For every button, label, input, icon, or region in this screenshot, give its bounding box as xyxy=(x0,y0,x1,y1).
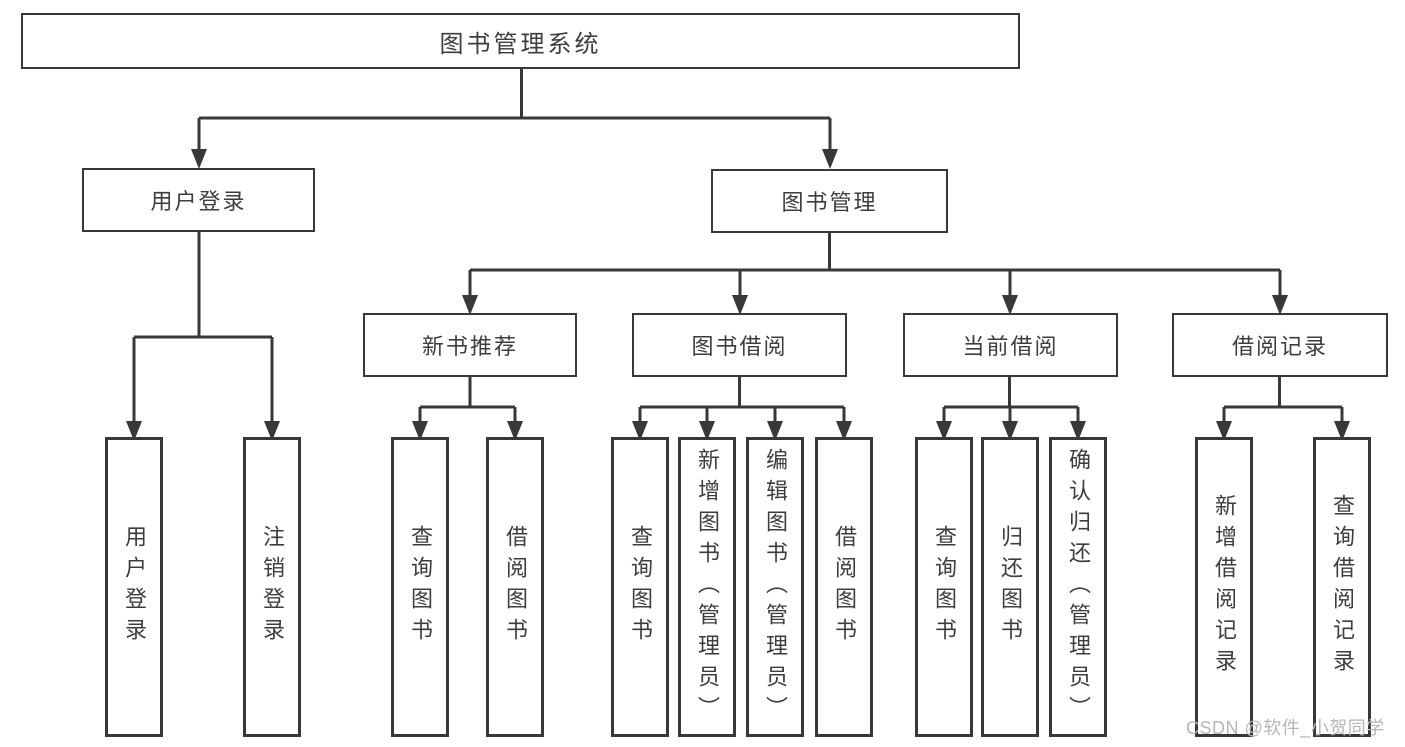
arrow-down-icon xyxy=(1216,421,1232,441)
arrow-down-icon xyxy=(462,295,478,315)
leaf-label: 借阅图书 xyxy=(832,525,857,649)
arrow-down-icon xyxy=(822,149,838,169)
leaf-label: 新增借阅记录 xyxy=(1212,494,1237,680)
node-borrowing-records: 借阅记录 xyxy=(1172,313,1388,377)
node-label: 图书借阅 xyxy=(691,334,788,359)
leaf-label: 借阅图书 xyxy=(503,525,528,649)
node-label: 新书推荐 xyxy=(421,334,518,359)
node-library-management-system: 图书管理系统 xyxy=(21,13,1020,69)
leaf-borrow-books: 借阅图书 xyxy=(815,437,873,737)
arrow-down-icon xyxy=(699,421,715,441)
node-label: 借阅记录 xyxy=(1231,334,1328,359)
arrow-down-icon xyxy=(1002,421,1018,441)
leaf-label: 注销登录 xyxy=(260,525,285,649)
arrow-down-icon xyxy=(632,421,648,441)
leaf-label: 查询图书 xyxy=(932,525,957,649)
arrow-down-icon xyxy=(264,421,280,441)
leaf-label: 确认归还（管理员） xyxy=(1066,447,1091,727)
arrow-down-icon xyxy=(1272,295,1288,315)
arrow-down-icon xyxy=(126,421,142,441)
leaf-label: 查询图书 xyxy=(408,525,433,649)
leaf-edit-books-admin: 编辑图书（管理员） xyxy=(746,437,804,737)
leaf-label: 编辑图书（管理员） xyxy=(763,447,788,727)
arrow-down-icon xyxy=(507,421,523,441)
leaf-borrow-books-recommend: 借阅图书 xyxy=(486,437,544,737)
leaf-user-login: 用户登录 xyxy=(105,437,163,737)
arrow-down-icon xyxy=(767,421,783,441)
arrow-down-icon xyxy=(1334,421,1350,441)
arrow-down-icon xyxy=(412,421,428,441)
leaf-query-borrow-record: 查询借阅记录 xyxy=(1313,437,1371,737)
leaf-label: 查询图书 xyxy=(628,525,653,649)
leaf-label: 查询借阅记录 xyxy=(1330,494,1355,680)
leaf-label: 归还图书 xyxy=(998,525,1023,649)
node-user-login: 用户登录 xyxy=(82,168,315,232)
node-label: 图书管理系统 xyxy=(439,30,602,58)
leaf-return-books: 归还图书 xyxy=(981,437,1039,737)
leaf-logout: 注销登录 xyxy=(243,437,301,737)
leaf-add-borrow-record: 新增借阅记录 xyxy=(1195,437,1253,737)
leaf-add-books-admin: 新增图书（管理员） xyxy=(678,437,736,737)
arrow-down-icon xyxy=(1002,295,1018,315)
node-label: 用户登录 xyxy=(150,189,247,214)
node-current-borrowing: 当前借阅 xyxy=(903,313,1118,377)
leaf-query-books-borrow: 查询图书 xyxy=(611,437,669,737)
leaf-label: 新增图书（管理员） xyxy=(695,447,720,727)
node-new-book-recommendation: 新书推荐 xyxy=(363,313,577,377)
node-label: 图书管理 xyxy=(781,190,878,215)
node-book-management: 图书管理 xyxy=(711,169,948,233)
leaf-confirm-return-admin: 确认归还（管理员） xyxy=(1049,437,1107,737)
csdn-watermark: CSDN @软件_小贺同学 xyxy=(1186,718,1385,738)
leaf-query-books-recommend: 查询图书 xyxy=(391,437,449,737)
leaf-query-books-current: 查询图书 xyxy=(915,437,973,737)
arrow-down-icon xyxy=(836,421,852,441)
arrow-down-icon xyxy=(191,149,207,169)
arrow-down-icon xyxy=(732,295,748,315)
leaf-label: 用户登录 xyxy=(122,525,147,649)
arrow-down-icon xyxy=(1070,421,1086,441)
node-book-borrowing: 图书借阅 xyxy=(632,313,847,377)
node-label: 当前借阅 xyxy=(962,334,1059,359)
arrow-down-icon xyxy=(936,421,952,441)
